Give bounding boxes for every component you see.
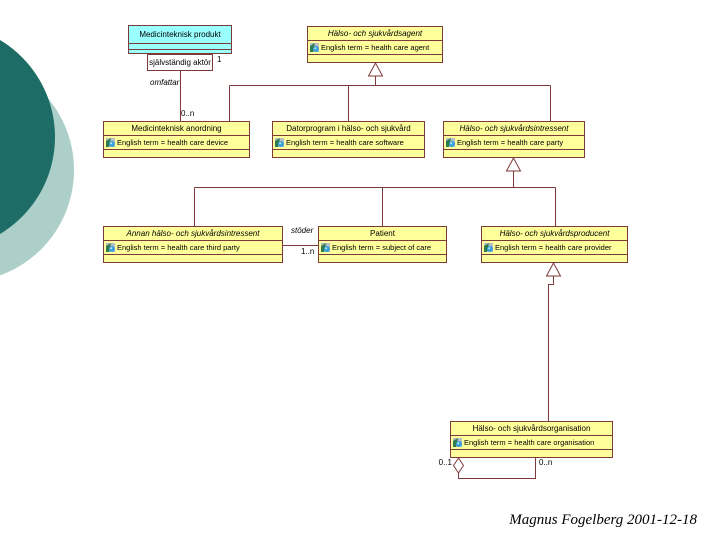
generalization-arrow-agent (367, 61, 384, 77)
multiplicity-produkt: 1 (217, 55, 222, 64)
term-icon (106, 138, 115, 147)
generalization-arrow-producent (545, 261, 562, 277)
association-name-omfattar: omfattar (150, 78, 180, 87)
association-name-stoder: stöder (291, 226, 314, 235)
class-title: Hälso- och sjukvårdsproducent (482, 227, 627, 241)
class-box-sjukvardsorganisation: Hälso- och sjukvårdsorganisation English… (450, 421, 613, 458)
class-title: Hälso- och sjukvårdsintressent (444, 122, 584, 136)
class-box-sjukvardsproducent: Hälso- och sjukvårdsproducent English te… (481, 226, 628, 263)
class-box-annan-intressent: Annan hälso- och sjukvårdsintressent Eng… (103, 226, 283, 263)
generalization-arrow-intressent (505, 156, 522, 172)
author-signature: Magnus Fogelberg 2001-12-18 (509, 512, 697, 528)
english-term: English term = health care provider (495, 242, 612, 252)
multiplicity-org-part: 0..n (539, 458, 553, 467)
english-term: English term = health care agent (321, 42, 430, 52)
english-term: English term = health care third party (117, 242, 240, 252)
term-icon (321, 243, 330, 252)
term-icon (453, 438, 462, 447)
class-title: Medicinteknisk produkt (139, 29, 221, 39)
class-box-patient: Patient English term = subject of care (318, 226, 447, 263)
term-icon (275, 138, 284, 147)
class-box-medicinteknisk-anordning: Medicinteknisk anordning English term = … (103, 121, 250, 158)
term-icon (484, 243, 493, 252)
class-box-datorprogram: Datorprogram i hälso- och sjukvård Engli… (272, 121, 425, 158)
english-term: English term = subject of care (332, 242, 432, 252)
term-icon (106, 243, 115, 252)
class-title: Hälso- och sjukvårdsagent (308, 27, 442, 41)
assoc-line-self (458, 458, 536, 479)
class-compartment (129, 43, 231, 49)
class-box-medicinteknisk-produkt: Medicinteknisk produkt (128, 25, 232, 54)
multiplicity-stoder: 1..n (301, 247, 315, 256)
class-title: Datorprogram i hälso- och sjukvård (273, 122, 424, 136)
class-title: Hälso- och sjukvårdsorganisation (451, 422, 612, 436)
english-term: English term = health care party (457, 137, 564, 147)
aggregation-diamond (452, 457, 465, 474)
class-box-sjukvardsintressent: Hälso- och sjukvårdsintressent English t… (443, 121, 585, 158)
term-icon (446, 138, 455, 147)
english-term: English term = health care device (117, 137, 229, 147)
english-term: English term = health care software (286, 137, 404, 147)
multiplicity-org-whole: 0..1 (438, 458, 452, 467)
class-title: Patient (319, 227, 446, 241)
class-title: Annan hälso- och sjukvårdsintressent (104, 227, 282, 241)
class-title: Medicinteknisk anordning (104, 122, 249, 136)
multiplicity-omfattar: 0..n (181, 109, 195, 118)
class-box-sjukvardsagent: Hälso- och sjukvårdsagent English term =… (307, 26, 443, 63)
class-compartment (129, 49, 231, 55)
role-label-sjalvstandig-aktor: självständig aktör (147, 54, 213, 71)
english-term: English term = health care organisation (464, 437, 595, 447)
term-icon (310, 43, 319, 52)
